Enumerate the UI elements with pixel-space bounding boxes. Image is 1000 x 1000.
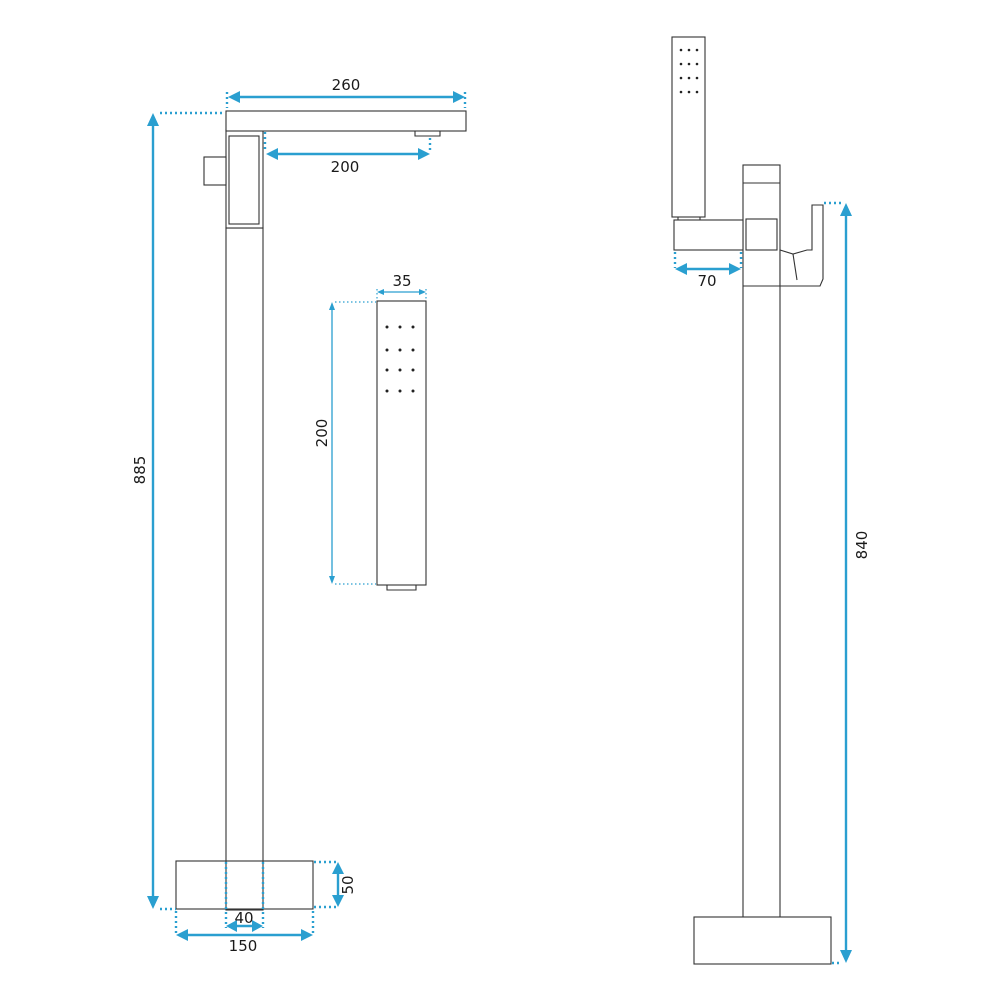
label-50: 50 bbox=[339, 875, 357, 894]
side-knob bbox=[203, 156, 227, 186]
dim-spout-reach: 200 bbox=[263, 132, 432, 176]
shower-holder bbox=[673, 219, 744, 251]
base bbox=[175, 860, 314, 910]
side-view bbox=[671, 36, 832, 965]
label-150: 150 bbox=[229, 937, 258, 955]
label-40: 40 bbox=[234, 909, 253, 927]
spray-holes bbox=[385, 325, 415, 393]
label-200-reach: 200 bbox=[331, 158, 360, 176]
label-70: 70 bbox=[697, 272, 716, 290]
spout bbox=[225, 110, 467, 132]
label-200-shower: 200 bbox=[313, 419, 331, 448]
dim-column-width: 40 bbox=[224, 862, 265, 932]
label-885: 885 bbox=[131, 456, 149, 485]
lever-handle bbox=[779, 204, 824, 287]
dim-side-height: 840 bbox=[824, 201, 871, 965]
hand-shower-detail bbox=[376, 300, 427, 591]
label-260: 260 bbox=[332, 76, 361, 94]
dim-base-height: 50 bbox=[314, 860, 357, 909]
label-840: 840 bbox=[853, 531, 871, 560]
front-view bbox=[175, 110, 467, 911]
dim-shower-length: 200 bbox=[313, 301, 376, 585]
spout-nozzle bbox=[414, 131, 441, 137]
holder-plate bbox=[745, 218, 778, 251]
hand-shower bbox=[376, 300, 427, 586]
dim-base-width: 150 bbox=[174, 911, 315, 955]
dim-shower-width: 35 bbox=[376, 272, 427, 300]
dim-spout-length: 260 bbox=[225, 76, 467, 108]
label-35: 35 bbox=[392, 272, 411, 290]
side-column bbox=[742, 164, 781, 919]
dim-total-height: 885 bbox=[131, 111, 224, 911]
mixer-panel bbox=[228, 135, 260, 225]
side-spray-holes bbox=[679, 48, 699, 94]
dim-holder-width: 70 bbox=[673, 252, 743, 290]
side-base bbox=[693, 916, 832, 965]
side-hand-shower bbox=[671, 36, 706, 218]
column bbox=[225, 227, 264, 911]
